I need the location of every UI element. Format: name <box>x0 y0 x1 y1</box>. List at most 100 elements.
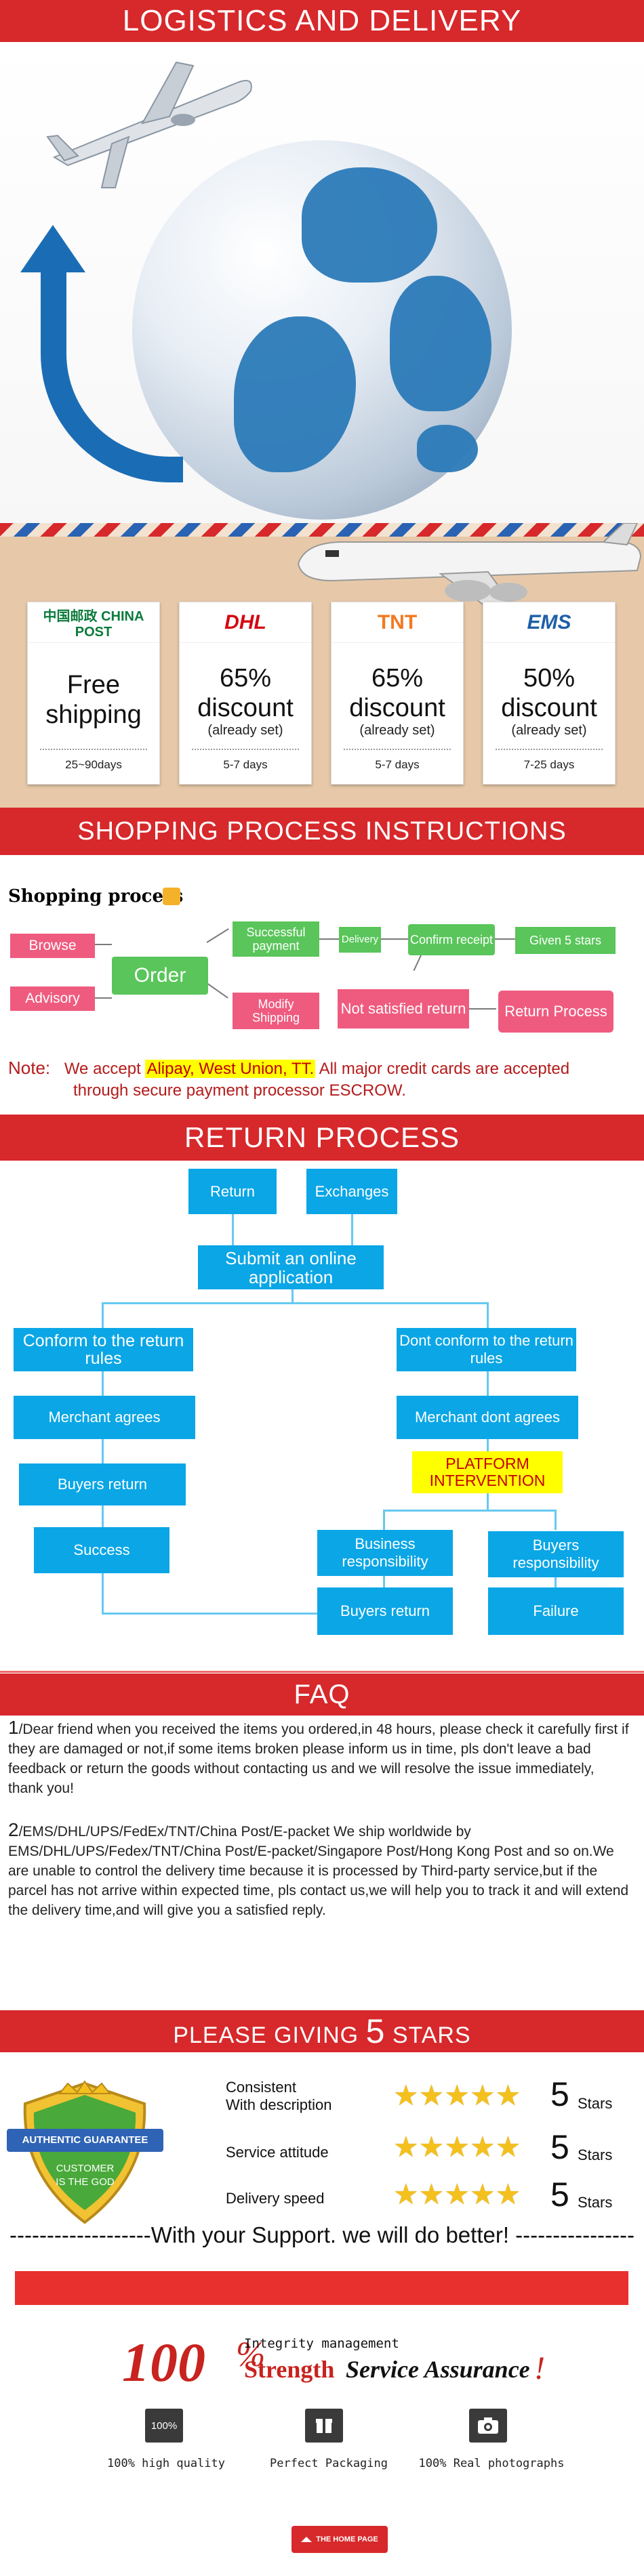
buyers-return-step: Buyers return <box>19 1463 186 1505</box>
carrier-card-china-post: 中国邮政 CHINA POST Free shipping 25~90days <box>27 602 160 785</box>
rating-unit: Stars <box>578 2095 613 2112</box>
payment-note: Note: We accept Alipay, West Union, TT. … <box>8 1057 639 1102</box>
star-icon: ★ <box>418 2178 445 2210</box>
exchanges-option: Exchanges <box>306 1169 397 1214</box>
curved-arrow-icon <box>41 259 183 482</box>
rating-number: 5 <box>550 2075 569 2113</box>
stars-banner: PLEASE GIVING 5 STARS <box>0 2010 644 2052</box>
star-icon: ★ <box>393 2131 419 2163</box>
ems-logo: EMS <box>483 602 615 643</box>
red-divider-bar <box>15 2271 628 2305</box>
arrow-head-icon <box>20 225 85 272</box>
support-message: -------------------With your Support. we… <box>9 2222 635 2247</box>
business-responsibility-step: Business responsibility <box>317 1530 453 1576</box>
carrier-days: 7-25 days <box>496 749 603 772</box>
china-post-logo: 中国邮政 CHINA POST <box>28 602 159 643</box>
home-page-button[interactable]: THE HOME PAGE <box>291 2526 388 2553</box>
service-assurance-text: Service Assurance <box>346 2356 530 2383</box>
star-icon: ★ <box>393 2178 419 2210</box>
star-icon: ★ <box>444 2178 470 2210</box>
shopping-bag-icon <box>163 888 180 905</box>
star-icon: ★ <box>418 2131 445 2163</box>
quality-badge-icon: 100% <box>145 2409 183 2443</box>
given-stars-step: Given 5 stars <box>515 927 616 954</box>
carrier-days: 25~90days <box>40 749 147 772</box>
merchant-dont-agrees-step: Merchant dont agrees <box>397 1396 578 1439</box>
not-satisfied-step: Not satisfied return <box>338 989 469 1029</box>
carrier-offer: 65% <box>219 664 272 692</box>
feature-label: 100% high quality <box>107 2457 225 2470</box>
rating-label-2: With description <box>226 2096 332 2113</box>
carrier-note: (already set) <box>511 723 587 738</box>
star-icon: ★ <box>393 2079 419 2111</box>
hundred-number: 100 <box>122 2331 205 2393</box>
rating-stars: ★★★★★ <box>393 2130 521 2163</box>
star-icon: ★ <box>495 2178 521 2210</box>
carrier-days: 5-7 days <box>344 749 451 772</box>
delivery-step: Delivery <box>339 927 381 953</box>
carrier-offer-2: shipping <box>45 701 142 729</box>
modify-shipping-step: Modify Shipping <box>233 993 319 1029</box>
faq-item-1: 1/Dear friend when you received the item… <box>8 1718 632 1798</box>
faq-banner: FAQ <box>0 1674 644 1716</box>
logistics-hero-image <box>0 42 644 523</box>
shield-icon <box>23 2080 146 2224</box>
carrier-offer-2: discount <box>197 694 294 722</box>
failure-step: Failure <box>488 1587 624 1635</box>
carrier-card-ems: EMS 50% discount (already set) 7-25 days <box>483 602 616 785</box>
star-icon: ★ <box>495 2079 521 2111</box>
airplane-icon-2 <box>297 523 642 619</box>
return-banner: RETURN PROCESS <box>0 1115 644 1161</box>
star-icon: ★ <box>444 2079 470 2111</box>
carrier-offer-2: discount <box>501 694 597 722</box>
guarantee-badge: AUTHENTIC GUARANTEE CUSTOMER IS THE GOD <box>7 2080 163 2226</box>
logistics-banner: LOGISTICS AND DELIVERY <box>0 0 644 42</box>
carrier-note: (already set) <box>359 723 435 738</box>
faq-number: 1 <box>8 1717 19 1738</box>
faq-answer: /Dear friend when you received the items… <box>8 1722 629 1796</box>
stars-banner-post: STARS <box>385 2022 471 2048</box>
carrier-days: 5-7 days <box>192 749 299 772</box>
package-icon <box>305 2409 343 2443</box>
carrier-note: (already set) <box>207 723 283 738</box>
rating-number: 5 <box>550 2176 569 2214</box>
shopping-banner: SHOPPING PROCESS INSTRUCTIONS <box>0 808 644 855</box>
note-text-before: We accept <box>64 1060 146 1078</box>
home-page-label: THE HOME PAGE <box>316 2535 378 2543</box>
home-icon <box>301 2537 313 2542</box>
advisory-step: Advisory <box>10 986 95 1011</box>
rating-label: Consistent <box>226 2079 296 2096</box>
percent-sign: % <box>236 2335 266 2374</box>
rating-stars: ★★★★★ <box>393 2079 521 2112</box>
carrier-offer: 65% <box>371 664 424 692</box>
integrity-text: Integrity management <box>244 2336 399 2351</box>
conform-rules-step: Conform to the return rules <box>14 1328 193 1371</box>
carrier-card-dhl: DHL 65% discount (already set) 5-7 days <box>179 602 312 785</box>
note-line2: through secure payment processor ESCROW. <box>73 1081 406 1100</box>
stars-banner-pre: PLEASE GIVING <box>173 2022 366 2048</box>
confirm-receipt-step: Confirm receipt <box>408 924 495 955</box>
badge-ribbon: AUTHENTIC GUARANTEE <box>7 2129 163 2152</box>
star-icon: ★ <box>469 2178 496 2210</box>
star-icon: ★ <box>469 2079 496 2111</box>
platform-intervention-step: PLATFORM INTERVENTION <box>412 1451 563 1493</box>
exclamation-icon: ! <box>534 2350 545 2386</box>
tnt-logo: TNT <box>331 602 463 643</box>
badge-text-2: IS THE GOD <box>56 2176 115 2188</box>
star-icon: ★ <box>469 2131 496 2163</box>
buyers-return-step-2: Buyers return <box>317 1587 453 1635</box>
carrier-card-tnt: TNT 65% discount (already set) 5-7 days <box>331 602 464 785</box>
faq-number: 2 <box>8 1819 19 1840</box>
globe-image <box>132 140 512 520</box>
rating-unit: Stars <box>578 2194 613 2211</box>
shopping-process-title: Shopping process <box>8 886 184 907</box>
assurance-heading: 100 % Integrity management Strength Serv… <box>122 2331 597 2393</box>
faq-answer: /EMS/DHL/UPS/FedEx/TNT/China Post/E-pack… <box>8 1824 629 1918</box>
note-highlight: Alipay, West Union, TT. <box>145 1060 316 1078</box>
badge-text-1: CUSTOMER <box>56 2163 115 2174</box>
order-step: Order <box>112 957 208 995</box>
return-option: Return <box>188 1169 277 1214</box>
stars-banner-num: 5 <box>365 2012 386 2050</box>
dont-conform-rules-step: Dont conform to the return rules <box>397 1328 576 1371</box>
